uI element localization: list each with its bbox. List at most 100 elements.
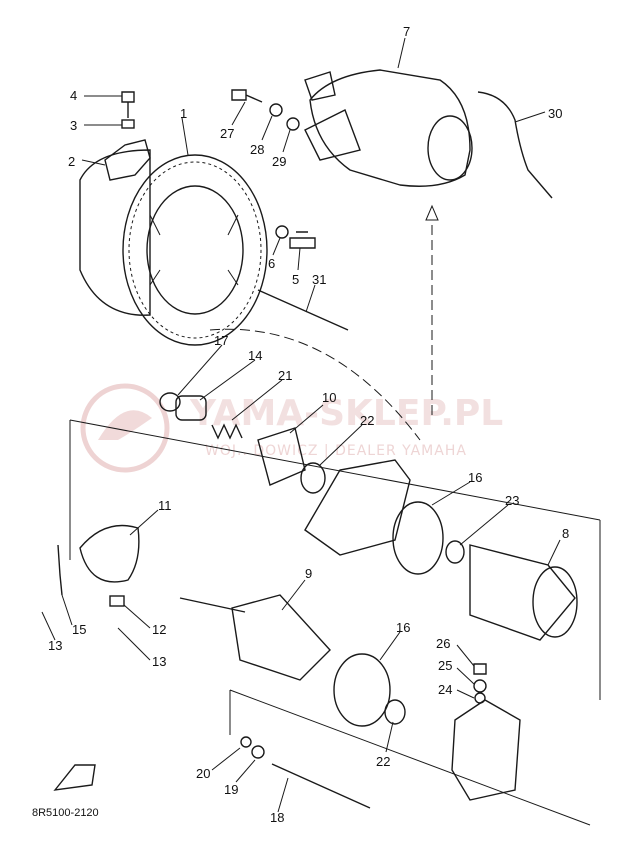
callout-28: 28 (250, 142, 264, 157)
callout-16a: 16 (468, 470, 482, 485)
leader-29 (282, 129, 291, 153)
ring-gear-outer (122, 154, 268, 346)
leader-14 (199, 359, 256, 401)
callout-10: 10 (322, 390, 336, 405)
leader-lines (41, 37, 561, 813)
leader-30 (514, 111, 546, 123)
callout-8: 8 (562, 526, 569, 541)
callout-6: 6 (268, 256, 275, 271)
callout-26: 26 (436, 636, 450, 651)
rear-end-cover (451, 699, 521, 801)
nut-24 (474, 692, 486, 704)
assembly-boundaries (69, 204, 601, 826)
washer-25 (473, 679, 487, 693)
leader-26 (456, 644, 475, 667)
callout-18: 18 (270, 810, 284, 825)
callout-13a: 13 (48, 638, 62, 653)
yoke-housing-8 (469, 544, 576, 641)
motor-assembly-frame (69, 419, 601, 826)
brush-lead-15 (57, 544, 63, 596)
motor-terminal (304, 71, 336, 101)
callout-23: 23 (505, 493, 519, 508)
leader-16b (379, 631, 401, 661)
ring-gear-hub (79, 149, 151, 316)
o-ring-16-lower (333, 653, 391, 727)
leader-10 (289, 404, 324, 434)
leader-31 (305, 284, 316, 313)
leader-25 (456, 667, 475, 685)
washer-6 (275, 225, 289, 239)
brush-plate-11 (79, 524, 140, 583)
leader-24 (456, 689, 475, 699)
o-ring-16-upper (392, 501, 444, 575)
washer-23 (445, 540, 465, 564)
armature-core (231, 594, 331, 681)
leader-2 (81, 159, 106, 166)
lock-washer (121, 119, 135, 129)
callout-labels: 1 2 3 4 5 6 7 8 9 10 11 12 13 13 14 15 1… (48, 24, 569, 825)
front-arrow-icon (53, 764, 96, 791)
pinion-gear-10 (257, 427, 306, 486)
washer-28 (269, 103, 283, 117)
callout-31: 31 (312, 272, 326, 287)
leader-21 (231, 379, 283, 421)
bushing-14 (175, 395, 207, 421)
callout-14: 14 (248, 348, 262, 363)
watermark-sub-text: WOJ.. DOWICZ | DEALER YAMAHA (205, 443, 467, 459)
motor-body (309, 69, 471, 187)
bolt-5 (289, 231, 316, 249)
callout-12: 12 (152, 622, 166, 637)
motor-mount-flange (304, 109, 361, 161)
washer-22-upper (300, 462, 326, 494)
callout-22a: 22 (360, 413, 374, 428)
leader-18 (277, 777, 289, 813)
washer-22-lower (384, 699, 406, 725)
callout-19: 19 (224, 782, 238, 797)
brush-12 (109, 595, 125, 607)
callout-22b: 22 (376, 754, 390, 769)
callout-30: 30 (548, 106, 562, 121)
washer-29 (286, 117, 300, 131)
leader-23 (459, 504, 509, 546)
callout-21: 21 (278, 368, 292, 383)
leader-16a (431, 481, 471, 506)
starter-ring-gear (79, 149, 268, 346)
callout-25: 25 (438, 658, 452, 673)
assembly-path-line (209, 328, 421, 441)
diagram-code: 8R5100-2120 (32, 807, 99, 819)
leader-22a (319, 424, 363, 466)
spring-21 (211, 423, 243, 440)
callout-7: 7 (403, 24, 410, 39)
nut-26 (473, 663, 487, 675)
bracket-plate (104, 139, 151, 181)
callout-3: 3 (70, 118, 77, 133)
yoke-opening (532, 566, 578, 638)
callout-9: 9 (305, 566, 312, 581)
leader-8 (547, 539, 561, 566)
callout-4: 4 (70, 88, 77, 103)
watermark-logo (80, 383, 170, 473)
leader-6 (272, 237, 281, 256)
callout-24: 24 (438, 682, 452, 697)
callout-2: 2 (68, 154, 75, 169)
watermark-main-text: YAMA-SKLEP.PL (189, 393, 503, 434)
washer-20 (240, 736, 252, 748)
callout-16b: 16 (396, 620, 410, 635)
front-cover (304, 459, 411, 556)
motor-end-cap (427, 115, 473, 181)
ring-gear-slots (149, 214, 239, 286)
leader-13b (117, 627, 151, 661)
callout-29: 29 (272, 154, 286, 169)
starter-motor-assembly (304, 69, 473, 187)
leader-15 (61, 594, 73, 626)
callout-20: 20 (196, 766, 210, 781)
long-bolt-31 (257, 289, 349, 331)
washer-19 (251, 745, 265, 759)
callout-27: 27 (220, 126, 234, 141)
leader-11 (129, 509, 159, 536)
watermark-logo-mark (98, 410, 152, 440)
callout-13b: 13 (152, 654, 166, 669)
leader-20 (211, 747, 241, 771)
leader-22b (385, 721, 394, 753)
